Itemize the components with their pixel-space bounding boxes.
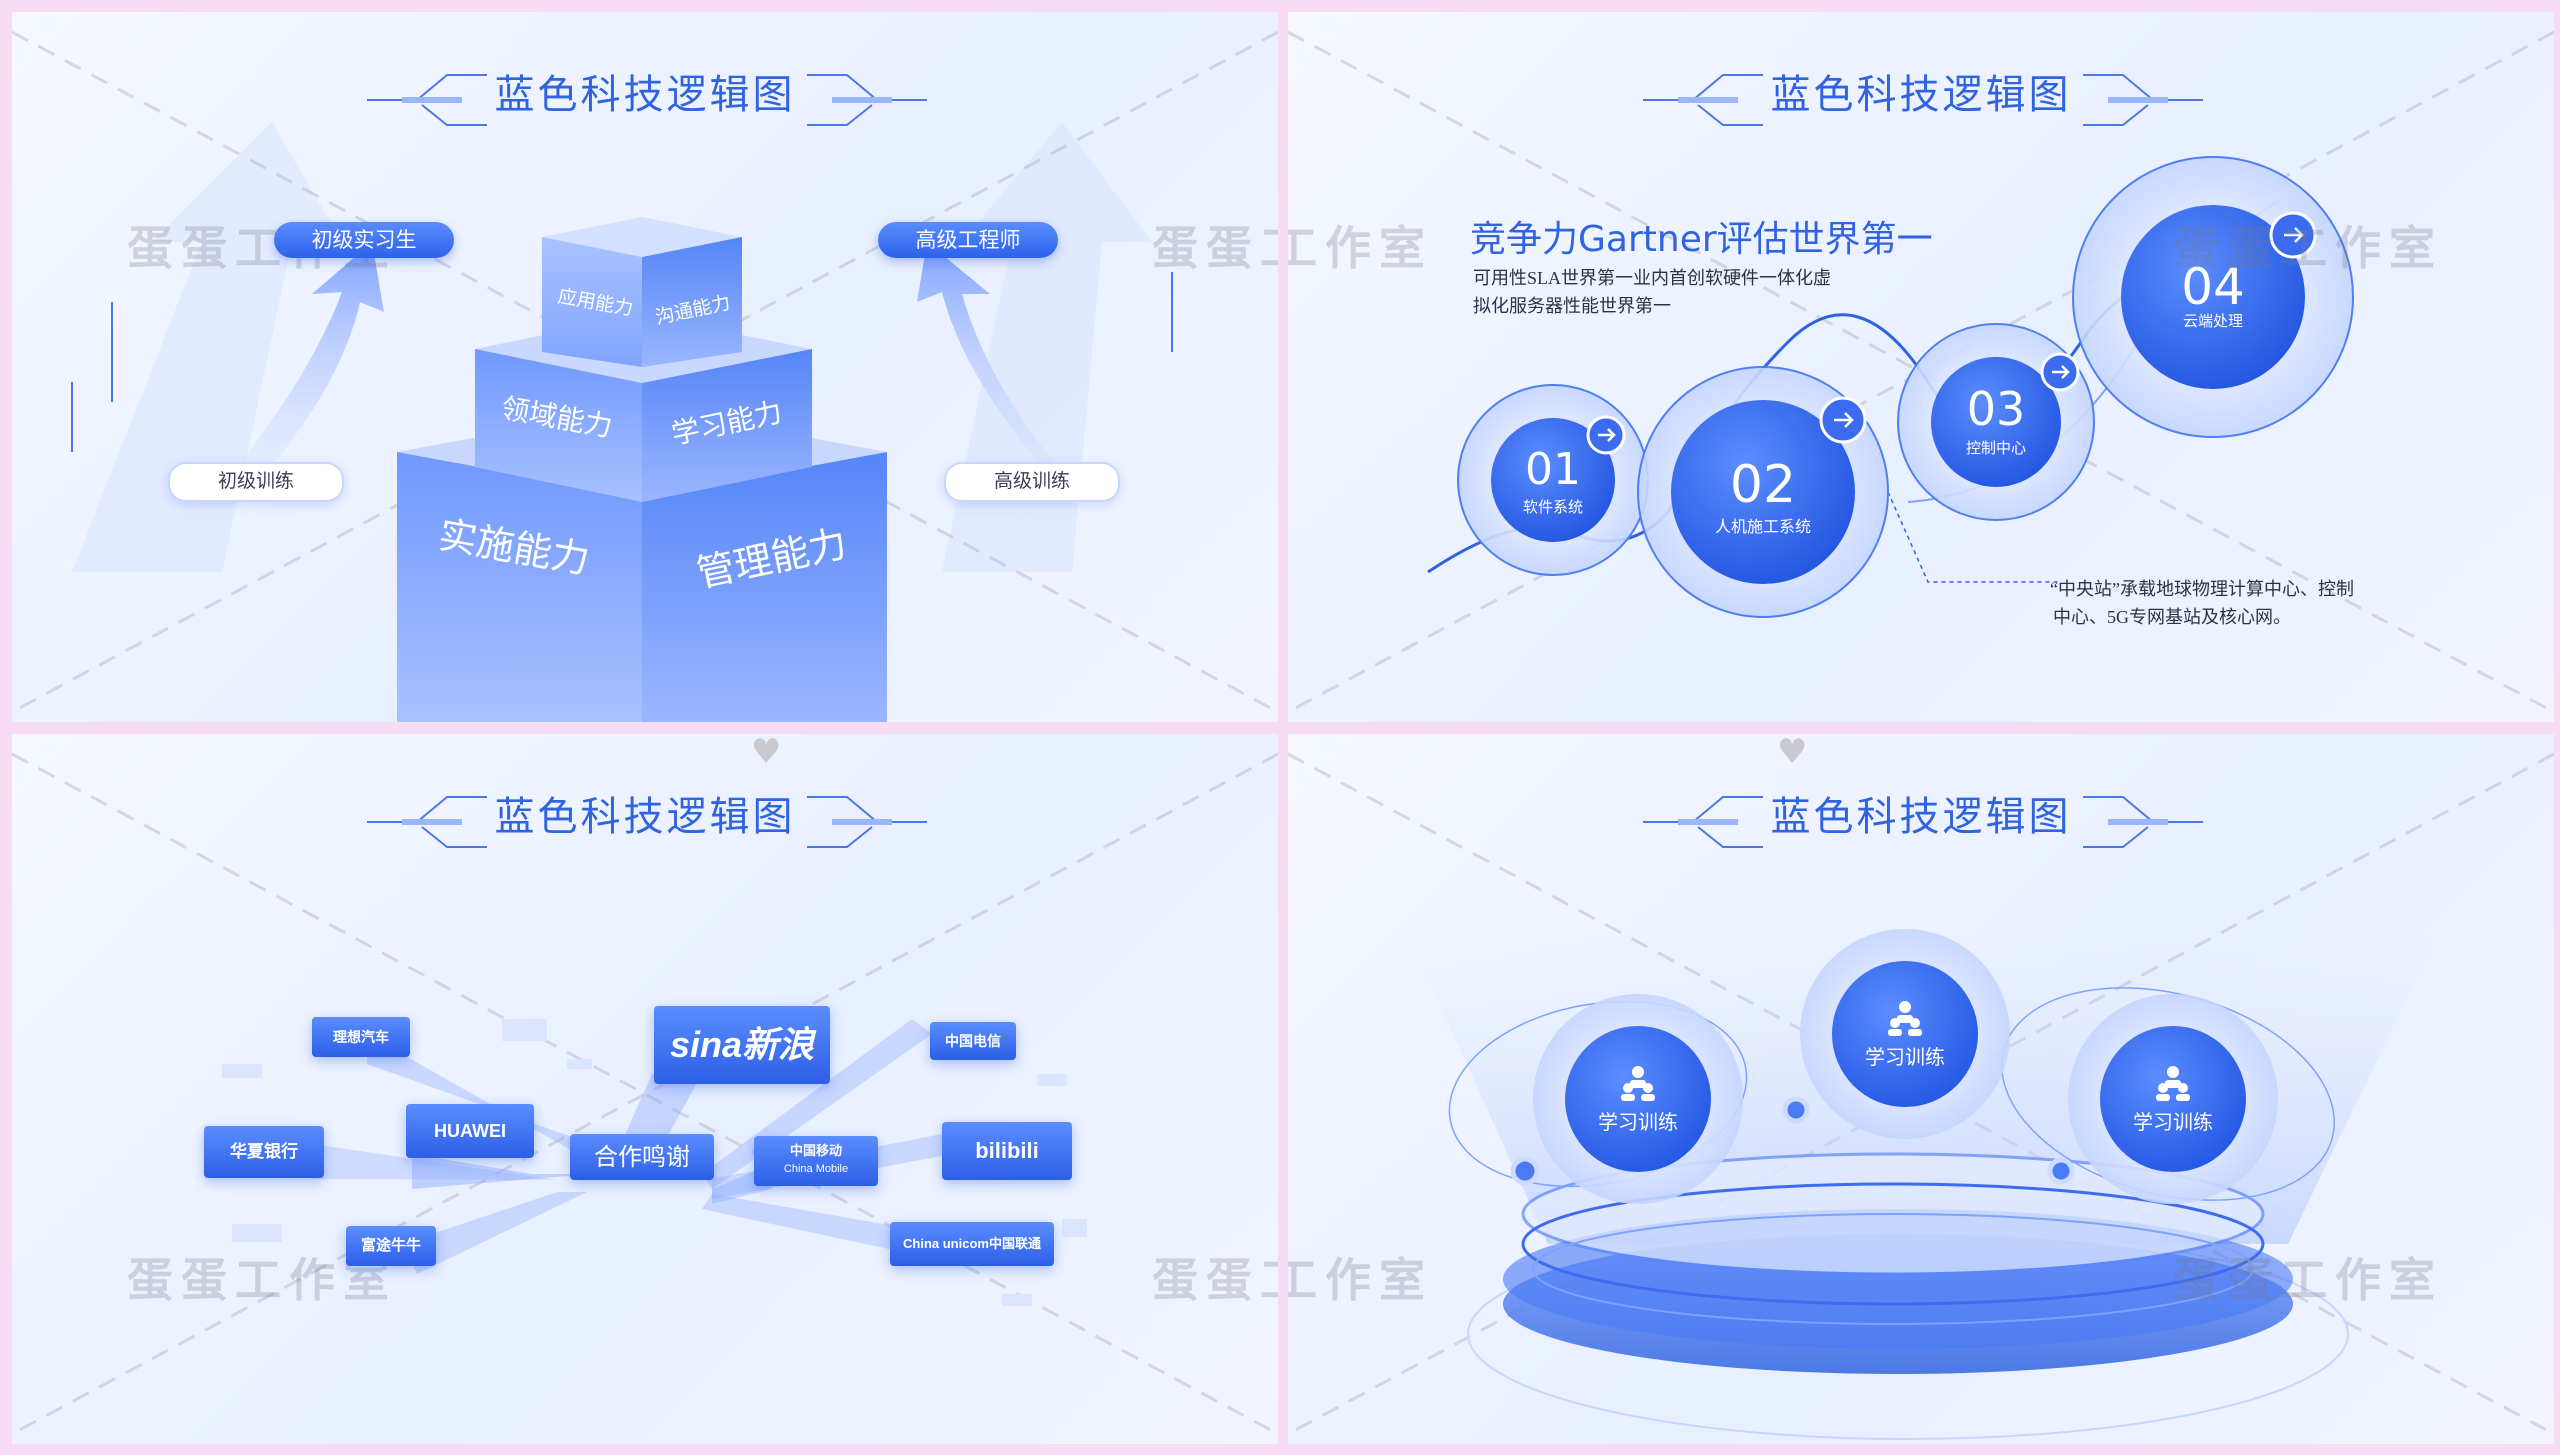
slide-title: 蓝色科技逻辑图 [1770,794,2072,840]
title-ornament-left [367,796,487,848]
curved-arrow-left [237,242,384,472]
logo-hxbank: 华夏银行 [204,1126,324,1178]
circle-03-label: 控制中心 [1966,439,2026,457]
training-circle-left: 学习训练 [1598,1110,1678,1134]
slide1-graphics: 应用能力 沟通能力 领域能力 学习能力 实施能力 管理能力 [12,30,1278,722]
circle-01-number: 01 [1525,444,1581,495]
logo-sina: sina新浪 [654,1006,830,1084]
logo-china-mobile-cn: 中国移动 [789,1143,842,1158]
title-ornament-left [1643,74,1763,126]
label-basic-training: 初级训练 [168,462,344,502]
title-ornament-right [2083,74,2203,126]
circle-03-number: 03 [1967,382,2026,436]
pill-senior-engineer[interactable]: 高级工程师 [878,222,1058,258]
title-ornament-left [367,74,487,126]
title-ornament-right [807,74,927,126]
circle-02-number: 02 [1730,455,1796,515]
slide2-graphics: 01 软件系统 02 人机施工系统 03 控制中心 04 云端处理 [1288,30,2554,714]
logo-china-telecom: 中国电信 [930,1022,1016,1060]
people-icon [2156,1066,2190,1101]
heart-icon: ♥ [1777,732,1808,772]
training-circle-center: 学习训练 [1865,1045,1945,1069]
slide-title: 蓝色科技逻辑图 [1770,72,2072,118]
watermark: 蛋蛋工作室 [1288,1253,1433,1307]
logo-huawei: HUAWEI [406,1104,534,1158]
arrow-right-icon [2040,352,2080,392]
arrow-right-icon [2269,211,2317,259]
circle-04-label: 云端处理 [2183,312,2243,330]
watermark: 蛋蛋工作室 [1152,1253,1278,1307]
center-partners-label: 合作鸣谢 [570,1134,714,1180]
heart-icon: ♥ [751,732,782,772]
slide-title: 蓝色科技逻辑图 [494,794,796,840]
circle-01-label: 软件系统 [1523,498,1583,516]
circle-02-label: 人机施工系统 [1715,517,1811,536]
arrow-right-icon [1586,415,1626,455]
slide-circles-process[interactable]: 01 软件系统 02 人机施工系统 03 控制中心 04 云端处理 蓝色科技逻辑… [1288,12,2554,722]
pill-junior-intern[interactable]: 初级实习生 [274,222,454,258]
title-ornament-left [1643,796,1763,848]
logo-futu: 富途牛牛 [346,1226,436,1266]
slide-pyramid[interactable]: 应用能力 沟通能力 领域能力 学习能力 实施能力 管理能力 蓝色科技逻辑图 蛋蛋… [12,12,1278,722]
watermark: 蛋蛋工作室 [1288,221,1433,275]
circle-04-number: 04 [2181,258,2245,316]
watermark: 蛋蛋工作室 [2173,1253,2443,1307]
slide-training-platform[interactable]: 学习训练 学习训练 学习训练 蓝色科技逻辑图 蛋蛋工作室 蛋蛋工作室 [1288,734,2554,1444]
people-icon [1888,1001,1922,1036]
watermark: 蛋蛋工作室 [127,1253,397,1307]
label-advanced-training: 高级训练 [944,462,1120,502]
slide-title: 蓝色科技逻辑图 [494,72,796,118]
title-ornament-right [807,796,927,848]
competitiveness-desc-line2: 拟化服务器性能世界第一 [1473,296,1671,316]
training-circle-right: 学习训练 [2133,1110,2213,1134]
title-ornament-right [2083,796,2203,848]
people-icon [1621,1066,1655,1101]
watermark: 蛋蛋工作室 [2173,221,2443,275]
logo-china-mobile-en: China Mobile [783,1163,849,1175]
competitiveness-heading: 竞争力Gartner评估世界第一 [1470,219,1933,260]
logo-china-unicom: China unicom中国联通 [890,1222,1054,1266]
curved-arrow-right [917,242,1062,472]
slide-partners[interactable]: 蓝色科技逻辑图 蛋蛋工作室 蛋蛋工作室 合作鸣谢 sina新浪 HUAWEI 华… [12,734,1278,1444]
logo-china-mobile: 中国移动 China Mobile [754,1136,878,1186]
central-station-note-line1: “中央站”承载地球物理计算中心、控制 [2050,579,2354,599]
central-station-note-line2: 中心、5G专网基站及核心网。 [2053,607,2291,627]
watermark: 蛋蛋工作室 [1152,221,1278,275]
slide4-graphics: 学习训练 学习训练 学习训练 [1288,752,2554,1440]
logo-lixiang: 理想汽车 [312,1017,410,1057]
logo-bilibili: bilibili [942,1122,1072,1180]
competitiveness-desc-line1: 可用性SLA世界第一业内首创软硬件一体化虚 [1473,268,1832,288]
arrow-right-icon [1819,396,1867,444]
